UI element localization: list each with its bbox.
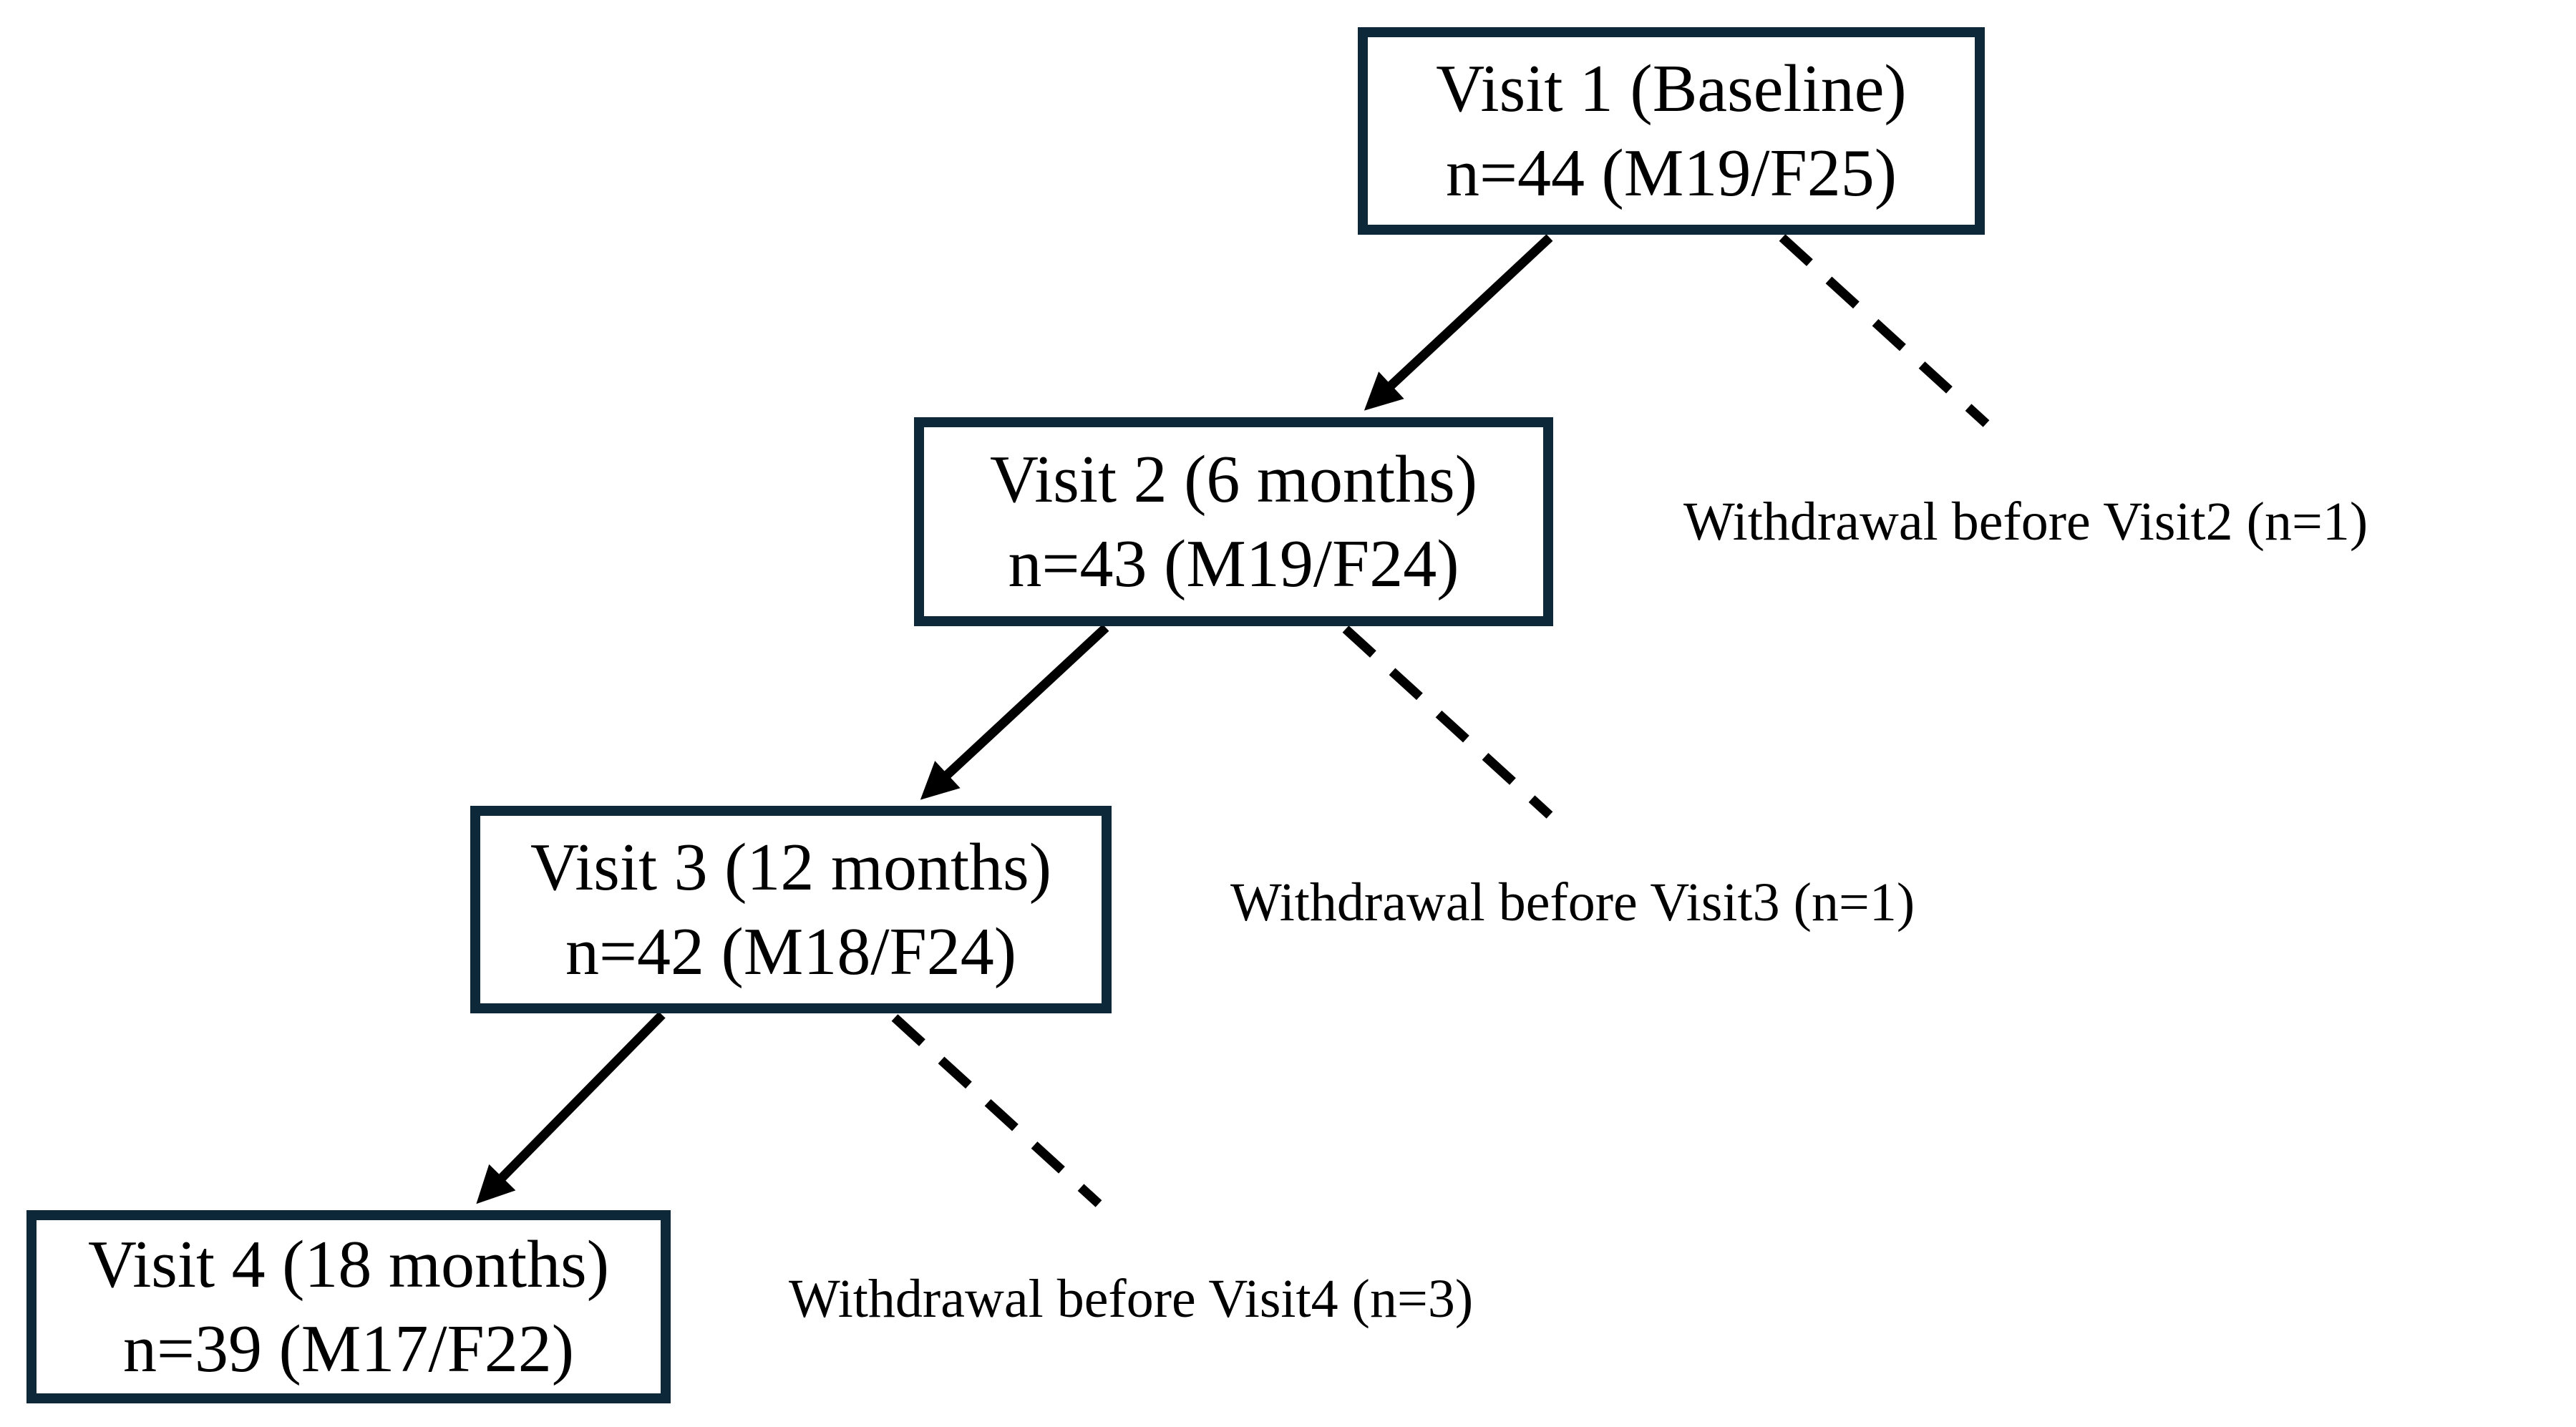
box-visit-2: Visit 2 (6 months) n=43 (M19/F24) [914,417,1553,626]
box-visit-2-count: n=43 (M19/F24) [1008,527,1459,601]
label-withdrawal-before-visit3: Withdrawal before Visit3 (n=1) [1230,872,1915,932]
box-visit-3-title: Visit 3 (12 months) [530,829,1052,905]
dashed-line-withdrawal-before-visit2 [1779,234,1990,427]
arrow-visit1-to-visit2 [1364,234,1553,411]
label-withdrawal-before-visit2: Withdrawal before Visit2 (n=1) [1683,492,2368,552]
box-visit-2-title: Visit 2 (6 months) [989,442,1478,517]
box-visit-3-count: n=42 (M18/F24) [565,915,1017,989]
box-visit-1: Visit 1 (Baseline) n=44 (M19/F25) [1358,27,1985,235]
arrow-visit2-to-visit3 [920,624,1109,800]
box-visit-4-title: Visit 4 (18 months) [87,1227,610,1302]
label-withdrawal-before-visit4: Withdrawal before Visit4 (n=3) [789,1269,1474,1329]
dashed-line-withdrawal-before-visit4 [891,1014,1102,1207]
dashed-line-withdrawal-before-visit3 [1342,625,1553,819]
box-visit-4: Visit 4 (18 months) n=39 (M17/F22) [26,1210,671,1403]
arrow-visit3-to-visit4 [476,1011,666,1204]
box-visit-1-title: Visit 1 (Baseline) [1436,51,1907,126]
box-visit-4-count: n=39 (M17/F22) [122,1312,575,1386]
box-visit-3: Visit 3 (12 months) n=42 (M18/F24) [470,806,1112,1013]
box-visit-1-count: n=44 (M19/F25) [1445,136,1897,210]
